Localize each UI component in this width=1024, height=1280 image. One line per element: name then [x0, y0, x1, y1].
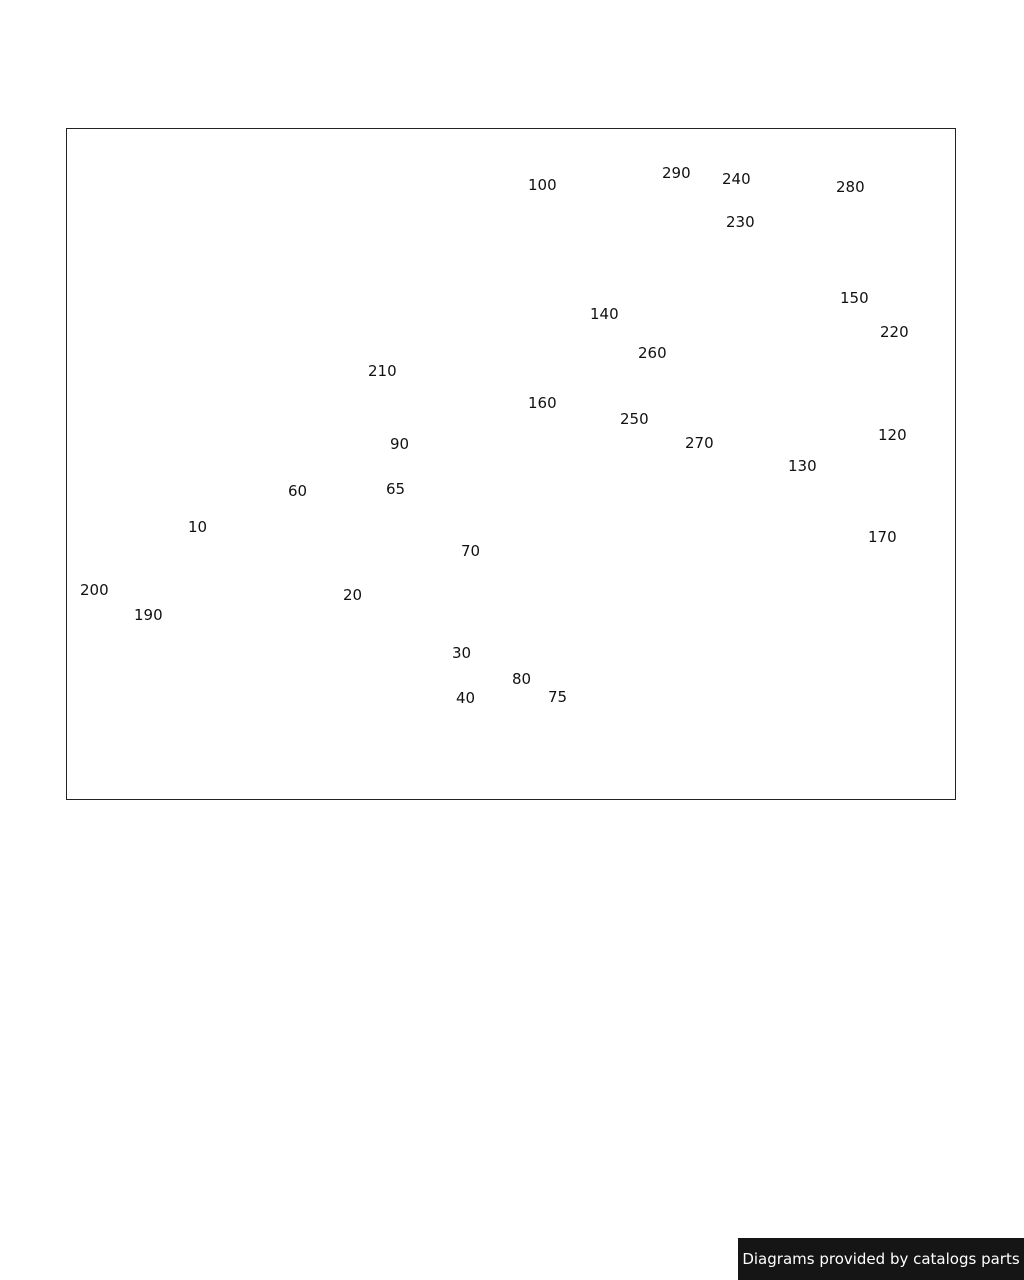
- callout-75: 75: [548, 688, 568, 706]
- callout-65: 65: [386, 480, 406, 498]
- callout-280: 280: [836, 178, 865, 196]
- callout-140: 140: [590, 305, 619, 323]
- callout-70: 70: [461, 542, 481, 560]
- callout-230: 230: [726, 213, 755, 231]
- callout-200: 200: [80, 581, 109, 599]
- callout-80: 80: [512, 670, 532, 688]
- callout-20: 20: [343, 586, 363, 604]
- callout-100: 100: [528, 176, 557, 194]
- callout-250: 250: [620, 410, 649, 428]
- callout-240: 240: [722, 170, 751, 188]
- callout-30: 30: [452, 644, 472, 662]
- callout-10: 10: [188, 518, 208, 536]
- callout-60: 60: [288, 482, 308, 500]
- credit-banner[interactable]: Diagrams provided by catalogs parts: [738, 1238, 1024, 1280]
- callout-270: 270: [685, 434, 714, 452]
- callout-170: 170: [868, 528, 897, 546]
- callout-160: 160: [528, 394, 557, 412]
- callout-120: 120: [878, 426, 907, 444]
- callout-260: 260: [638, 344, 667, 362]
- callout-290: 290: [662, 164, 691, 182]
- callout-210: 210: [368, 362, 397, 380]
- callout-130: 130: [788, 457, 817, 475]
- callout-150: 150: [840, 289, 869, 307]
- callout-220: 220: [880, 323, 909, 341]
- diagram-frame: [66, 128, 956, 800]
- callout-190: 190: [134, 606, 163, 624]
- credit-text: Diagrams provided by catalogs parts: [742, 1250, 1020, 1268]
- callout-90: 90: [390, 435, 410, 453]
- callout-40: 40: [456, 689, 476, 707]
